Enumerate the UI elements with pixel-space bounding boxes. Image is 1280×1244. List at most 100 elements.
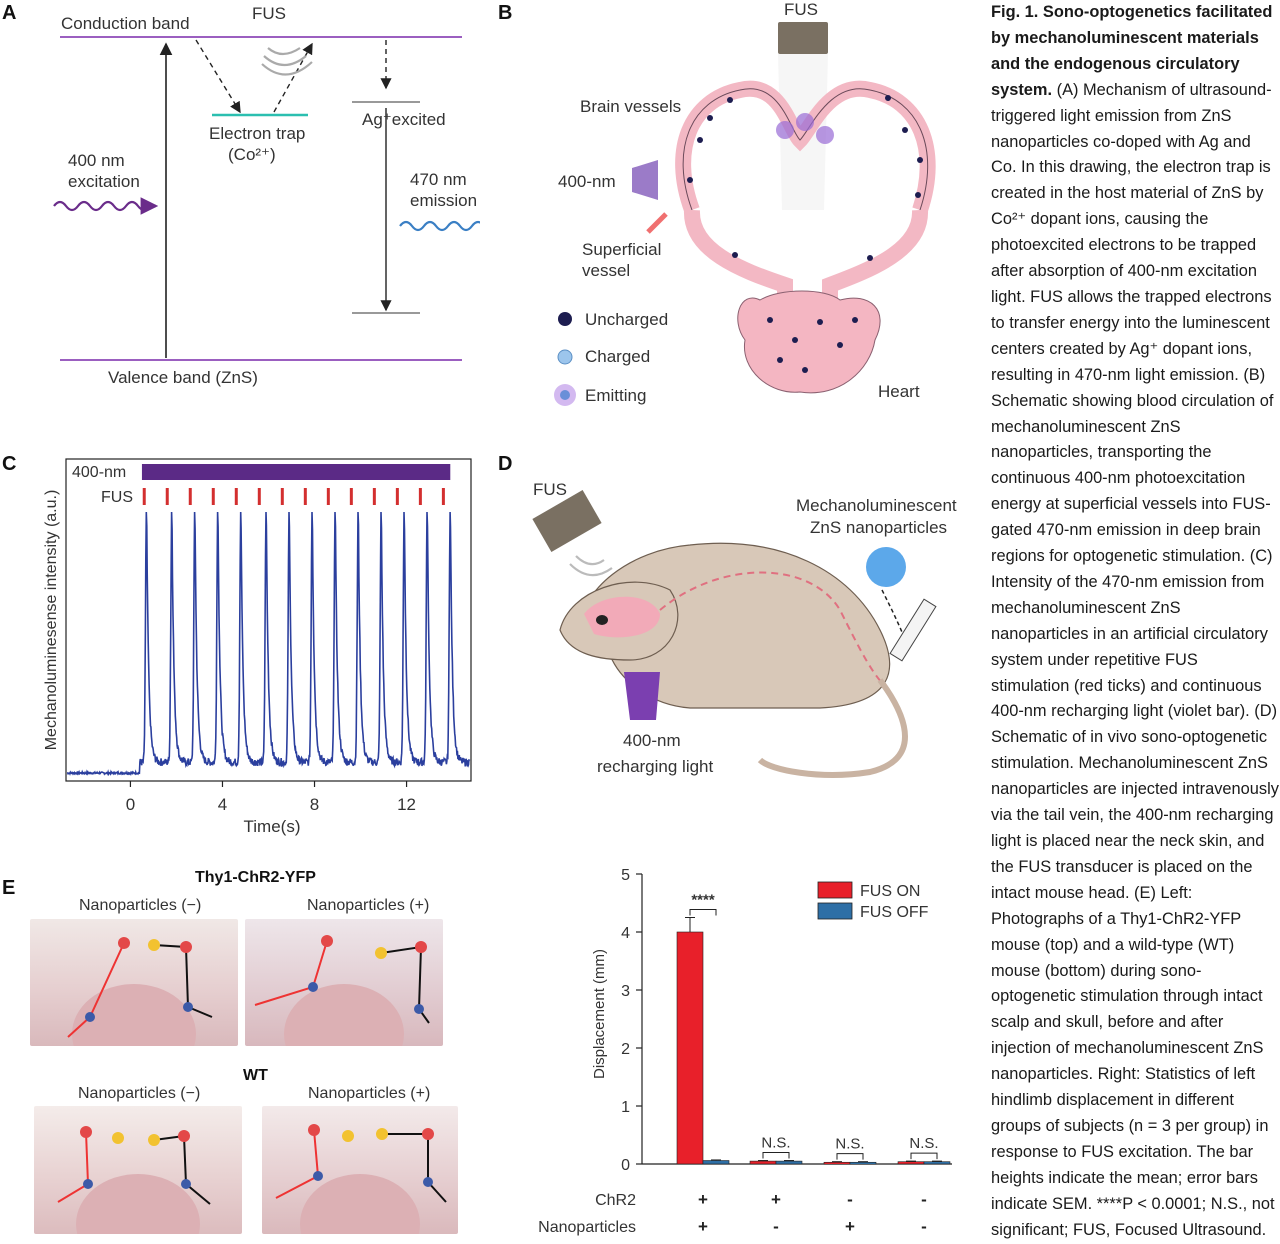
row-label-nanoparticles: Nanoparticles <box>538 1219 636 1236</box>
chart-c-xlabel: Time(s) <box>244 817 301 836</box>
bar <box>823 1161 851 1165</box>
chart-e-significance: ****N.S.N.S.N.S. <box>689 892 939 1160</box>
brain-vessel-outline <box>682 88 929 211</box>
fus-ticks <box>142 488 445 505</box>
fus-tick <box>372 488 376 505</box>
emission-wave <box>399 220 480 232</box>
legend-emitting-core <box>560 390 570 400</box>
recharging-label-1: 400-nm <box>623 731 681 750</box>
particles <box>687 95 923 373</box>
sig-label: N.S. <box>909 1135 938 1152</box>
excitation-bar <box>141 464 451 480</box>
ytick-label: 0 <box>621 1157 630 1174</box>
sig-label: **** <box>691 892 715 909</box>
chr2-sign: + <box>771 1190 781 1209</box>
brain-vessels-label: Brain vessels <box>580 97 682 116</box>
mouse-eye <box>596 615 608 625</box>
caption-body-c: (C) Intensity of the 470-nm emission fro… <box>991 547 1273 721</box>
xtick-label: 4 <box>218 795 227 814</box>
fus-waves-d <box>569 555 613 577</box>
np-plus-bottom: Nanoparticles (+) <box>308 1085 431 1102</box>
chart-e-ylabel: Displacement (mm) <box>591 949 608 1079</box>
nanoparticle-sphere <box>866 547 906 587</box>
sig-label: N.S. <box>835 1136 864 1153</box>
chart-c-ylabel: Mechanoluminesense intensity (a.u.) <box>43 490 60 751</box>
legend-charged: Charged <box>585 347 651 366</box>
fus-transducer-b <box>778 22 828 54</box>
fus-label-b: FUS <box>784 0 818 19</box>
superficial-arrow <box>646 212 668 234</box>
legend-charged-dot <box>557 349 573 365</box>
bar <box>702 1160 730 1165</box>
np-minus-bottom: Nanoparticles (−) <box>78 1085 201 1102</box>
fus-tick <box>234 488 238 505</box>
nanoparticles-label-2: ZnS nanoparticles <box>810 518 948 537</box>
legend-uncharged: Uncharged <box>585 310 669 329</box>
release-arrow <box>273 42 313 113</box>
emission-label-1: 470 nm <box>410 170 467 189</box>
sig-bracket <box>910 1152 938 1160</box>
legend-uncharged-dot <box>558 312 572 326</box>
ytick-label: 2 <box>621 1041 630 1058</box>
wt-title: WT <box>243 1067 268 1084</box>
np-sign: - <box>773 1217 779 1236</box>
chart-c-frame <box>65 458 472 782</box>
fus-tick <box>280 488 284 505</box>
fus-tick <box>349 488 353 505</box>
legend-swatch-fus-on <box>817 881 853 899</box>
ag-excited-label: Ag⁺excited <box>362 110 446 129</box>
bar <box>676 931 704 1165</box>
photo-thy1-np-minus <box>30 919 238 1046</box>
caption-title: Fig. 1. Sono-optogenetics facilitated by… <box>991 3 1273 99</box>
fus-tick <box>303 488 307 505</box>
caption-body-e: (E) Left: Photographs of a Thy1-ChR2-YFP… <box>991 883 1275 1239</box>
fus-tick <box>441 488 445 505</box>
legend-emitting: Emitting <box>585 386 647 405</box>
heart-label: Heart <box>878 382 920 401</box>
electron-trap-co-label: (Co²⁺) <box>228 145 276 164</box>
syringe <box>889 598 937 662</box>
mouse-tail <box>757 678 908 778</box>
np-minus-top: Nanoparticles (−) <box>79 897 202 914</box>
emission-label-2: emission <box>410 191 478 210</box>
np-sign: + <box>845 1217 855 1236</box>
fus-tick <box>188 488 192 505</box>
bar <box>897 1161 925 1165</box>
electron-trap-label: Electron trap <box>209 124 306 143</box>
fus-label-d: FUS <box>533 480 567 499</box>
np-sign: - <box>921 1217 927 1236</box>
np-sign: + <box>698 1217 708 1236</box>
bar <box>849 1161 877 1165</box>
caption-body-a: (A) Mechanism of ultrasound-triggered li… <box>991 80 1272 384</box>
fus-tick <box>257 488 261 505</box>
xtick-label: 12 <box>397 795 416 814</box>
fus-transducer-d <box>532 490 602 552</box>
sig-bracket <box>762 1152 790 1159</box>
circulation-schematic <box>554 22 936 406</box>
photo-thy1-np-plus <box>245 919 443 1046</box>
emitting-particles <box>776 113 834 144</box>
caption-body-d: (D) Schematic of in vivo sono-optogeneti… <box>991 702 1279 902</box>
fus-label-c: FUS <box>101 489 133 506</box>
fus-tick <box>165 488 169 505</box>
valence-band-label: Valence band (ZnS) <box>108 368 258 387</box>
intensity-trace <box>66 511 471 777</box>
panel-label-b: B <box>498 2 513 24</box>
fus-tick <box>211 488 215 505</box>
figure-caption: Fig. 1. Sono-optogenetics facilitated by… <box>991 0 1280 1244</box>
heart <box>737 290 881 394</box>
panel-label-e: E <box>2 877 16 899</box>
np-plus-top: Nanoparticles (+) <box>307 897 430 914</box>
superficial-label-1: Superficial <box>582 240 662 259</box>
row-label-chr2: ChR2 <box>595 1192 636 1209</box>
mouse-schematic <box>532 490 937 778</box>
ytick-label: 3 <box>621 983 630 1000</box>
panel-label-d: D <box>498 453 513 475</box>
ytick-label: 5 <box>621 867 630 884</box>
nanoparticles-label-1: Mechanoluminescent <box>796 496 957 515</box>
sig-bracket <box>689 909 717 916</box>
nm400-label-b: 400-nm <box>558 172 616 191</box>
chr2-sign: + <box>698 1190 708 1209</box>
